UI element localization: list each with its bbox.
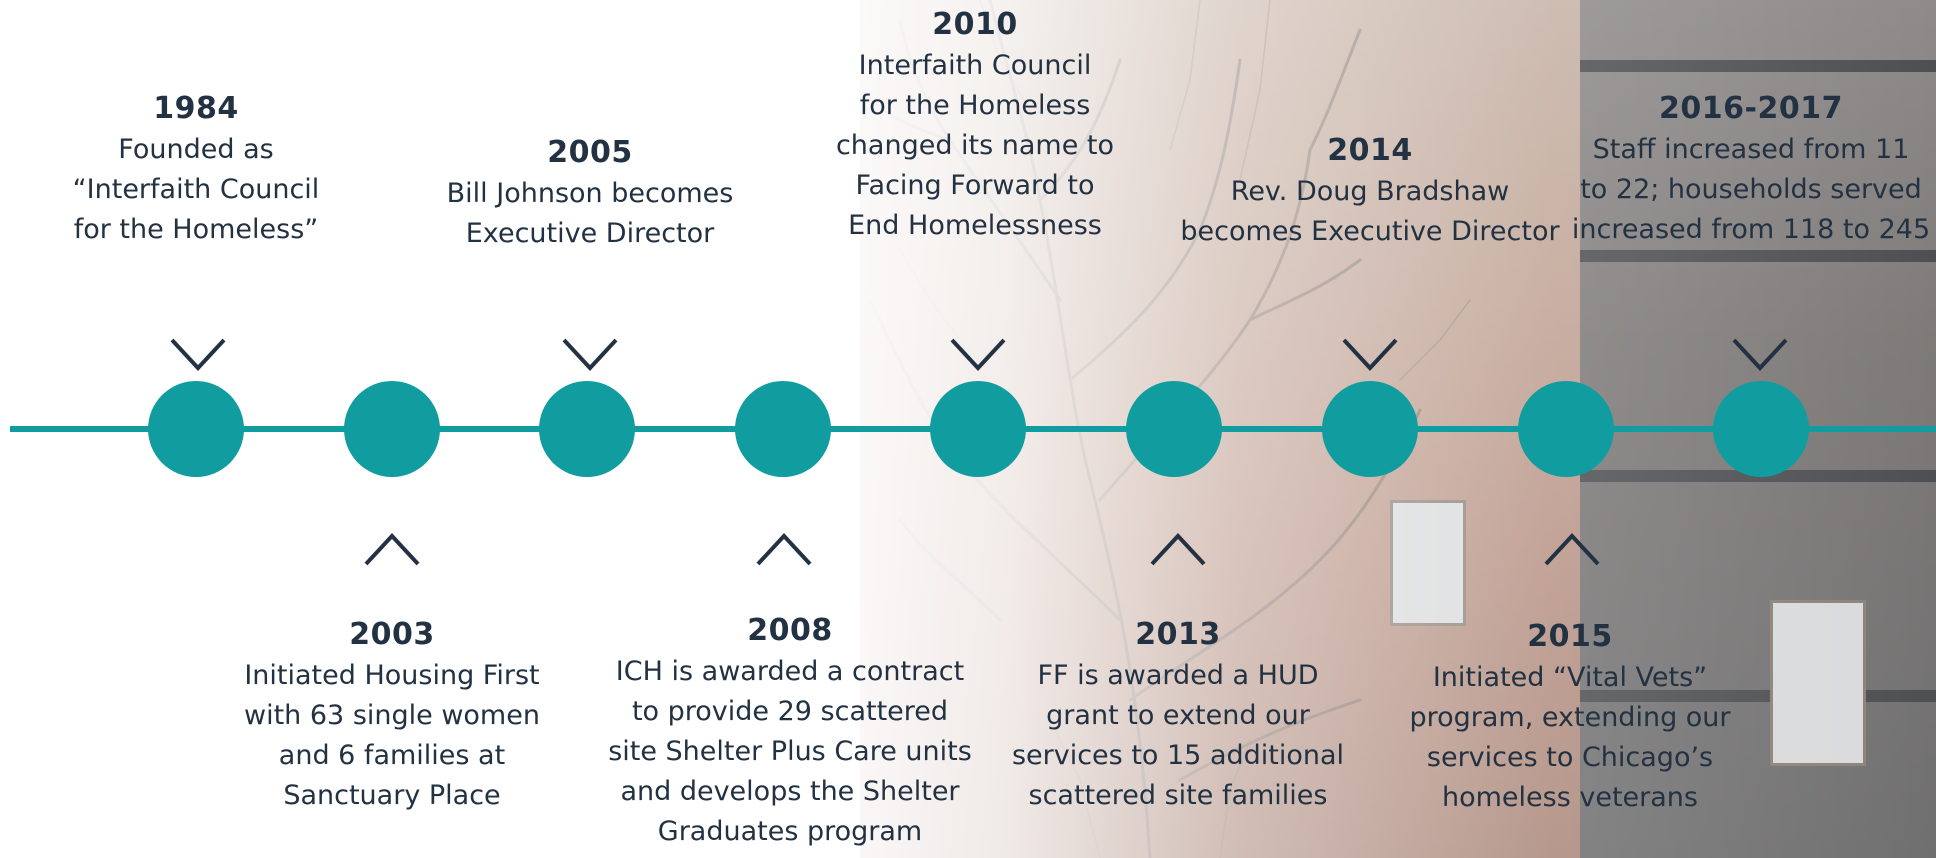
event-2013: 2013 FF is awarded a HUD grant to extend… [998, 614, 1358, 816]
event-description: FF is awarded a HUD grant to extend our … [1011, 660, 1345, 811]
event-2015: 2015 Initiated “Vital Vets” program, ext… [1390, 616, 1750, 818]
event-year: 2005 [547, 135, 633, 170]
chevron-up-icon [364, 533, 420, 566]
chevron-up-icon [1150, 533, 1206, 566]
event-description: ICH is awarded a contract to provide 29 … [608, 656, 972, 847]
event-2016-2017: 2016-2017 Staff increased from 11 to 22;… [1566, 88, 1936, 250]
event-description: Initiated “Vital Vets” program, extendin… [1409, 662, 1731, 813]
event-description: Rev. Doug Bradshaw becomes Executive Dir… [1180, 176, 1560, 247]
chevron-down-icon [1342, 338, 1398, 371]
event-description: Interfaith Council for the Homeless chan… [835, 50, 1115, 241]
chevron-down-icon [1732, 338, 1788, 371]
event-description: Staff increased from 11 to 22; household… [1571, 134, 1931, 245]
event-year: 2015 [1527, 619, 1613, 654]
event-year: 2008 [747, 613, 833, 648]
timeline-dot-2014 [1322, 381, 1418, 477]
timeline-dot-2005 [539, 381, 635, 477]
event-year: 1984 [153, 91, 239, 126]
timeline-dot-2010 [930, 381, 1026, 477]
timeline-dot-2016-2017 [1713, 381, 1809, 477]
event-1984: 1984 Founded as “Interfaith Council for … [16, 88, 376, 250]
event-year: 2003 [349, 617, 435, 652]
chevron-up-icon [1544, 533, 1600, 566]
chevron-down-icon [950, 338, 1006, 371]
event-description: Founded as “Interfaith Council for the H… [72, 134, 320, 245]
event-description: Initiated Housing First with 63 single w… [244, 660, 540, 811]
chevron-down-icon [562, 338, 618, 371]
event-2014: 2014 Rev. Doug Bradshaw becomes Executiv… [1170, 130, 1570, 252]
event-description: Bill Johnson becomes Executive Director [446, 178, 734, 249]
event-year: 2014 [1327, 133, 1413, 168]
event-year: 2013 [1135, 617, 1221, 652]
event-year: 2016-2017 [1659, 91, 1843, 126]
chevron-down-icon [170, 338, 226, 371]
event-2005: 2005 Bill Johnson becomes Executive Dire… [410, 132, 770, 254]
event-2010: 2010 Interfaith Council for the Homeless… [795, 4, 1155, 246]
timeline-dot-2015 [1518, 381, 1614, 477]
timeline-dot-2003 [344, 381, 440, 477]
event-year: 2010 [932, 7, 1018, 42]
timeline-dot-2013 [1126, 381, 1222, 477]
event-2003: 2003 Initiated Housing First with 63 sin… [212, 614, 572, 816]
timeline-dot-2008 [735, 381, 831, 477]
timeline-dot-1984 [148, 381, 244, 477]
chevron-up-icon [756, 533, 812, 566]
event-2008: 2008 ICH is awarded a contract to provid… [600, 610, 980, 852]
